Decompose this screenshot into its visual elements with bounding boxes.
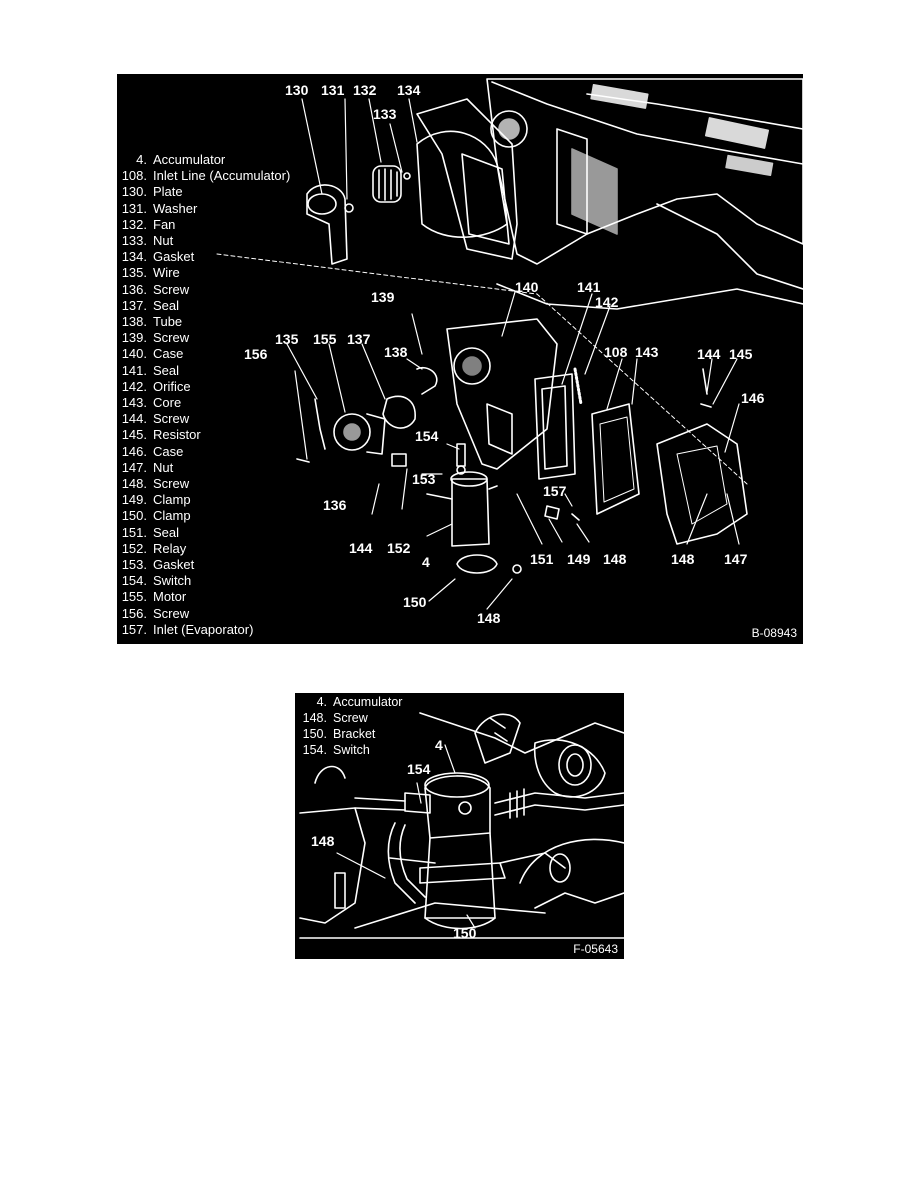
callout-label: 145 [729, 346, 753, 362]
legend-item: 148.Screw [302, 711, 368, 725]
callout-label: 147 [724, 551, 748, 567]
callout-label: 149 [567, 551, 591, 567]
legend-item: 141.Seal [121, 362, 180, 378]
legend-item: 151.Seal [121, 524, 180, 540]
callout-label: 146 [741, 390, 765, 406]
callout-label: 142 [595, 294, 619, 310]
engine-bay-drawing [299, 712, 624, 939]
figure-id: B-08943 [751, 626, 797, 640]
callout-label: 150 [403, 594, 427, 610]
callout-label: 153 [412, 471, 436, 487]
parts-legend: 4.Accumulator 148.Screw 150.Bracket 154.… [299, 694, 403, 758]
callout-label: 139 [371, 289, 395, 305]
callout-label: 148 [671, 551, 695, 567]
callout-label: 134 [397, 82, 421, 98]
callout-label: 150 [453, 925, 477, 941]
legend-item: 154.Switch [302, 743, 370, 757]
callout-label: 138 [384, 344, 408, 360]
legend-item: 143.Core [121, 395, 182, 411]
legend-item: 133.Nut [121, 233, 174, 249]
callout-label: 132 [353, 82, 377, 98]
legend-item: 157.Inlet (Evaporator) [121, 621, 254, 637]
exploded-diagram-figure: 4.Accumulator 108.Inlet Line (Accumulato… [117, 74, 803, 644]
legend-item: 150.Bracket [302, 727, 376, 741]
callout-label: 157 [543, 483, 567, 499]
callout-label: 143 [635, 344, 659, 360]
legend-item: 155.Motor [121, 589, 187, 605]
exploded-hvac-drawing [216, 78, 803, 610]
callout-label: 156 [244, 346, 268, 362]
legend-item: 144.Screw [121, 411, 190, 427]
legend-item: 153.Gasket [121, 557, 195, 573]
callout-label: 141 [577, 279, 601, 295]
legend-item: 138.Tube [121, 314, 183, 330]
callout-label: 4 [422, 554, 430, 570]
legend-item: 136.Screw [121, 281, 190, 297]
callout-label: 155 [313, 331, 337, 347]
callout-label: 108 [604, 344, 628, 360]
legend-item: 145.Resistor [121, 427, 201, 443]
callout-label: 135 [275, 331, 299, 347]
callout-label: 144 [349, 540, 373, 556]
callout-label: 154 [415, 428, 439, 444]
callout-label: 136 [323, 497, 347, 513]
callout-label: 148 [311, 833, 335, 849]
callout-label: 144 [697, 346, 721, 362]
legend-item: 150.Clamp [121, 508, 191, 524]
callout-label: 151 [530, 551, 554, 567]
legend-item: 148.Screw [121, 476, 190, 492]
legend-item: 149.Clamp [121, 492, 191, 508]
legend-item: 140.Case [121, 346, 184, 362]
legend-item: 135.Wire [121, 265, 180, 281]
legend-item: 130.Plate [121, 184, 183, 200]
legend-item: 154.Switch [121, 573, 192, 589]
callout-label: 152 [387, 540, 411, 556]
figure-id: F-05643 [573, 942, 618, 956]
legend-item: 156.Screw [121, 605, 190, 621]
callout-label: 137 [347, 331, 371, 347]
callout-label: 130 [285, 82, 309, 98]
legend-item: 132.Fan [121, 216, 176, 232]
legend-item: 147.Nut [121, 459, 174, 475]
legend-item: 139.Screw [121, 330, 190, 346]
callout-label: 140 [515, 279, 539, 295]
callout-label: 148 [477, 610, 501, 626]
legend-item: 108.Inlet Line (Accumulator) [121, 168, 291, 184]
legend-item: 4.Accumulator [136, 152, 226, 167]
legend-item: 4.Accumulator [316, 695, 403, 709]
parts-legend: 4.Accumulator 108.Inlet Line (Accumulato… [117, 152, 291, 638]
legend-item: 134.Gasket [121, 249, 195, 265]
callout-label: 148 [603, 551, 627, 567]
callout-label: 133 [373, 106, 397, 122]
accumulator-photo-figure: 4.Accumulator 148.Screw 150.Bracket 154.… [295, 693, 624, 959]
callout-label: 131 [321, 82, 345, 98]
legend-item: 142.Orifice [121, 378, 191, 394]
callout-label: 154 [407, 761, 431, 777]
legend-item: 131.Washer [121, 200, 198, 216]
legend-item: 146.Case [121, 443, 184, 459]
legend-item: 137.Seal [121, 297, 180, 313]
legend-item: 152.Relay [121, 540, 187, 556]
callout-label: 4 [435, 737, 443, 753]
